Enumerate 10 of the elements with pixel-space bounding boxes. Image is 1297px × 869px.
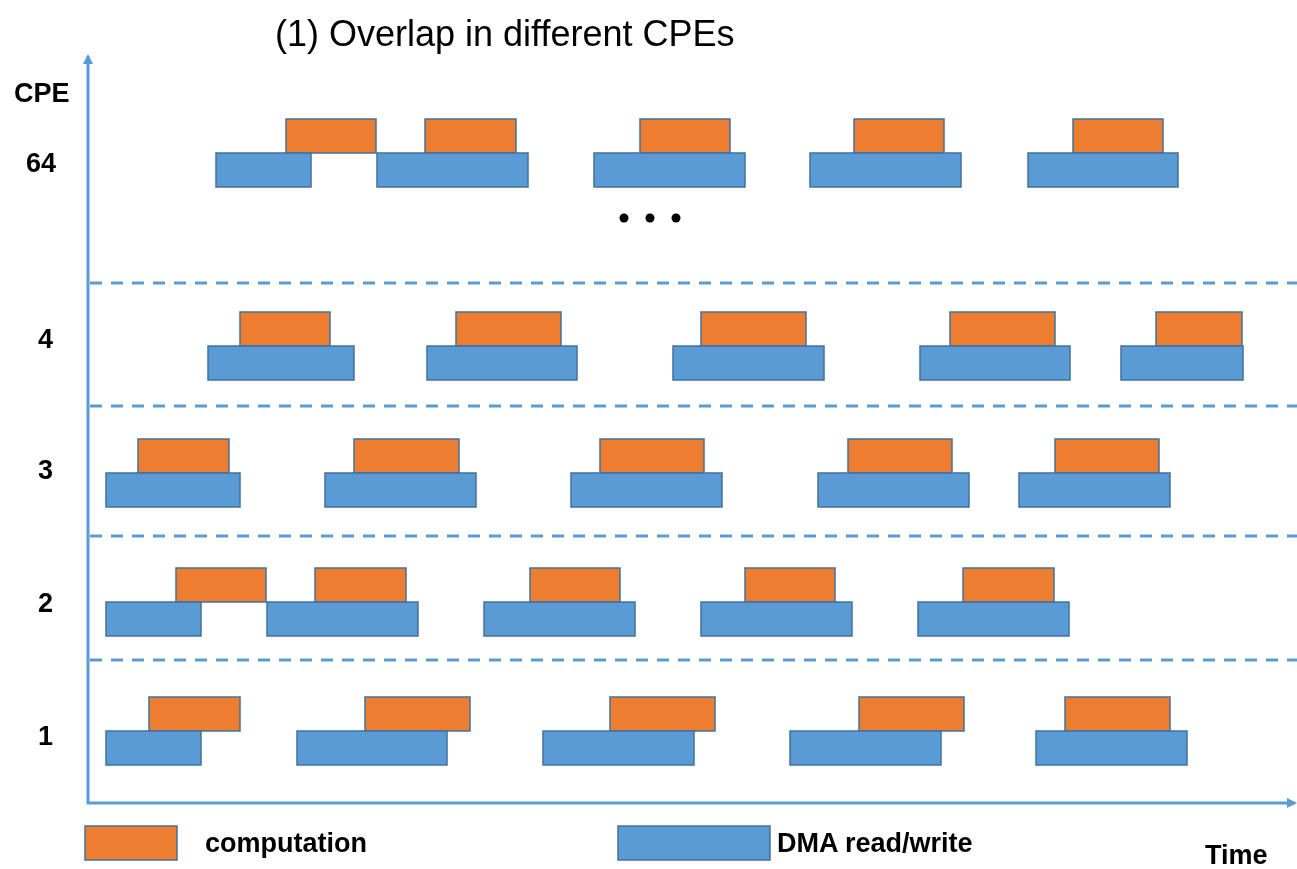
row-label: 4 bbox=[38, 326, 54, 353]
chart-title: (1) Overlap in different CPEs bbox=[275, 16, 735, 52]
legend-label: DMA read/write bbox=[777, 830, 973, 857]
row-label: 64 bbox=[26, 150, 57, 177]
axis-title: Time bbox=[1205, 842, 1268, 869]
row-label: 1 bbox=[38, 723, 54, 750]
legend-label: computation bbox=[205, 830, 367, 857]
axis-title: CPE bbox=[14, 80, 70, 107]
row-label: 3 bbox=[38, 457, 54, 484]
row-label: 2 bbox=[38, 590, 54, 617]
